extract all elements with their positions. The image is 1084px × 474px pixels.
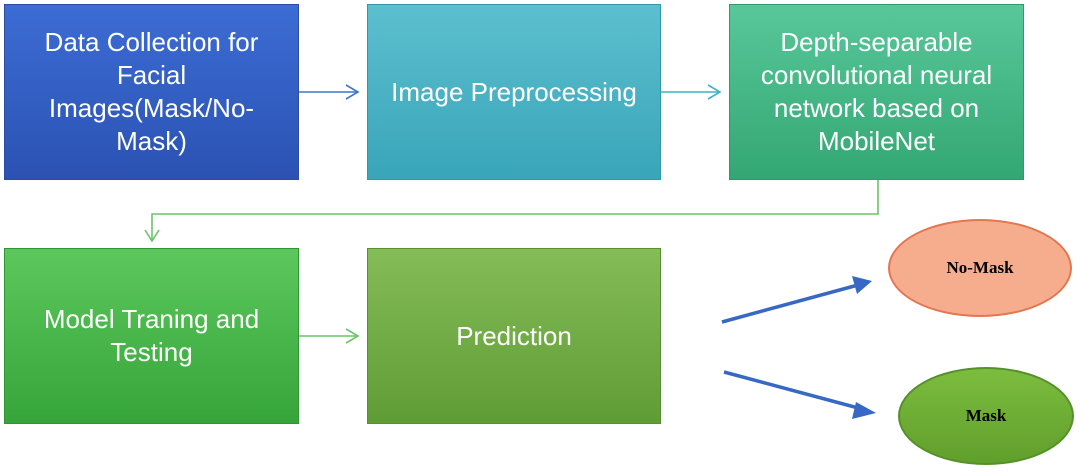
outcome-no-mask: No-Mask: [888, 219, 1072, 317]
node-model-training: Model Traning and Testing: [4, 248, 299, 424]
arrow-network-to-training: [144, 180, 879, 243]
node-data-collection: Data Collection for Facial Images(Mask/N…: [4, 4, 299, 180]
node-prediction: Prediction: [367, 248, 661, 424]
arrow-collection-to-preprocessing: [299, 84, 360, 100]
node-image-preprocessing: Image Preprocessing: [367, 4, 661, 180]
outcome-mask-label: Mask: [965, 406, 1007, 425]
outcome-no-mask-label: No-Mask: [946, 258, 1014, 277]
arrow-training-to-prediction: [299, 328, 360, 344]
outcome-mask: Mask: [898, 367, 1074, 465]
node-image-preprocessing-label: Image Preprocessing: [391, 76, 637, 107]
node-prediction-label: Prediction: [456, 320, 572, 351]
arrow-prediction-to-no-mask: [721, 276, 872, 324]
node-data-collection-label: Data Collection for Facial Images(Mask/N…: [44, 27, 259, 156]
arrow-preprocessing-to-network: [661, 84, 722, 100]
node-mobilenet-network: Depth-separable convolutional neural net…: [729, 4, 1024, 180]
node-model-training-label: Model Traning and Testing: [43, 304, 260, 367]
arrow-prediction-to-mask: [723, 370, 876, 419]
node-mobilenet-network-label: Depth-separable convolutional neural net…: [760, 27, 993, 156]
